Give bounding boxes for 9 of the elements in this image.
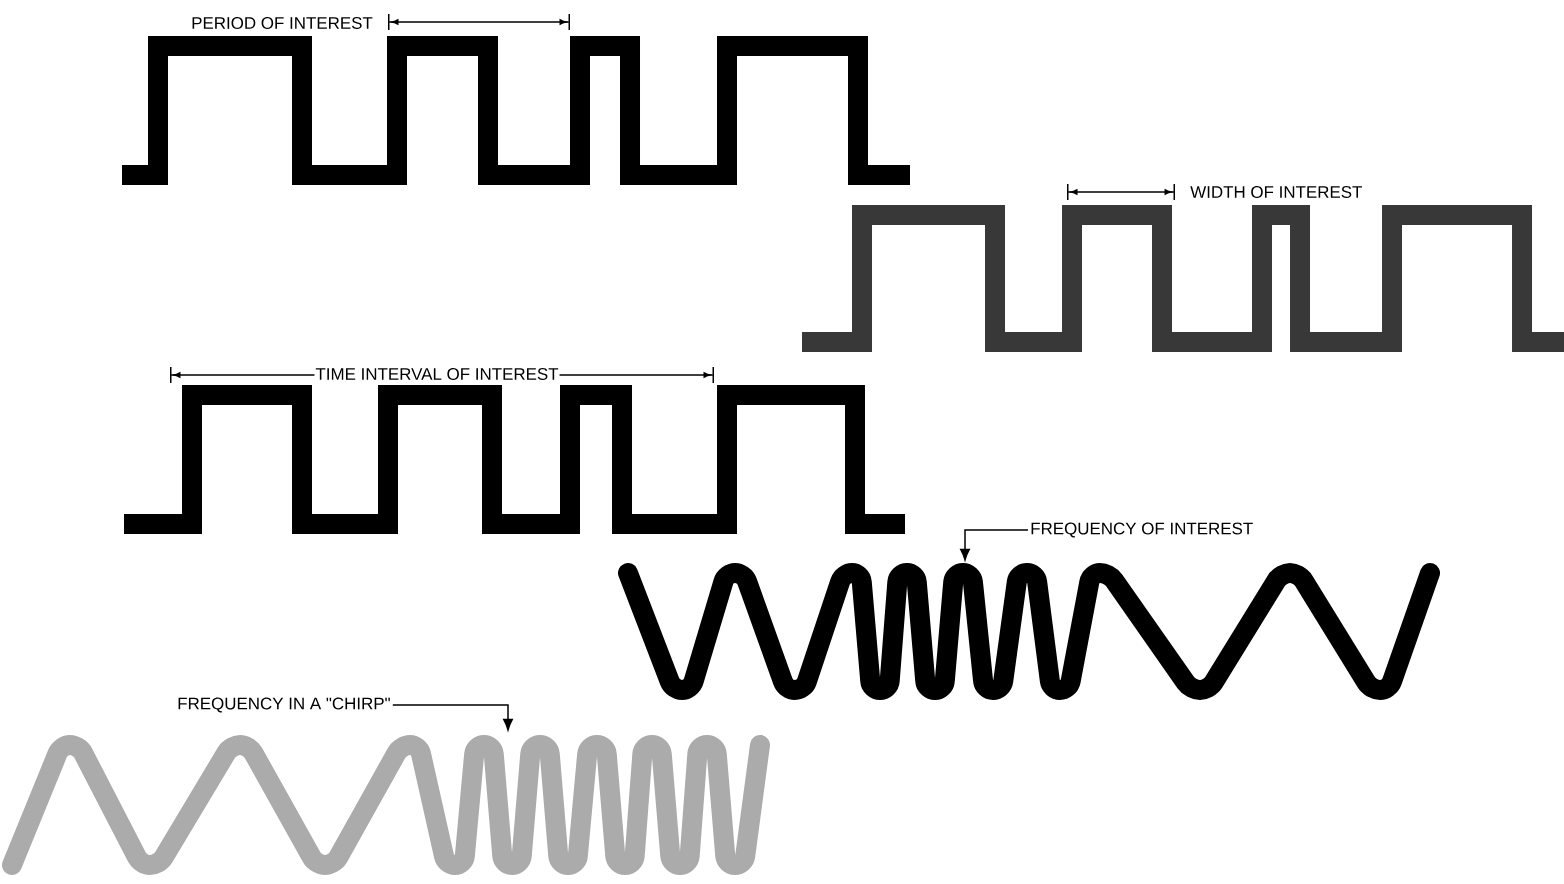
dimension-label: PERIOD OF INTEREST [190,16,374,30]
callout-text: FREQUENCY IN A "CHIRP" [178,697,390,713]
callout-text: FREQUENCY OF INTEREST [1031,522,1253,538]
chirp-waveform-drawing [2,735,770,875]
waveform-drawing [618,563,1440,700]
dimension-label: WIDTH OF INTEREST [1189,185,1364,199]
leader-line [392,704,513,731]
leader-line [960,529,1029,561]
dimension-label: TIME INTERVAL OF INTEREST [314,367,560,381]
